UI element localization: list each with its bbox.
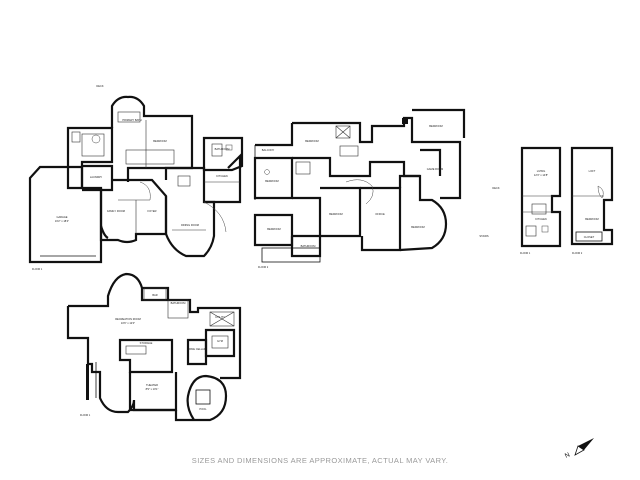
room-label-utility: UTILITY: [215, 315, 225, 319]
room-label-wine: WINE CELLAR: [188, 347, 206, 351]
room-dim-living: 12'3" x 14'8": [534, 173, 548, 177]
room-label-guest-kitchen: KITCHEN: [535, 217, 547, 221]
room-dim-recreation: 10'6" x 12'0": [121, 321, 135, 325]
floor-label-second: FLOOR 2: [258, 266, 269, 269]
room-label-kitchen: KITCHEN: [216, 174, 228, 178]
room-label-living: LIVING: [537, 169, 546, 173]
floor-plan-loft: FLOOR 2 LOFT BEDROOM CLOSET: [570, 146, 614, 255]
room-label-bathroom: BATHROOM: [215, 147, 230, 151]
room-label-laundry: LAUNDRY: [90, 175, 103, 179]
room-label-deck: DECK: [96, 84, 103, 88]
disclaimer-text: SIZES AND DIMENSIONS ARE APPROXIMATE, AC…: [191, 456, 449, 465]
room-label-dining: DINING ROOM: [181, 223, 199, 227]
room-label-gym: GYM: [217, 339, 223, 343]
room-label-bedroom-2f: BEDROOM: [411, 225, 424, 229]
floor-plan-lower: FLOOR 1 RECREATION ROOM 10'6" x 12'0" BA…: [66, 272, 242, 422]
room-dim-garage: 16'2" x 18'4": [55, 219, 69, 223]
room-label-balcony: BALCONY: [262, 148, 275, 152]
floor-plan-main: FLOOR 1 GARAGE 16'2" x 18'4" DECK PRIMAR…: [28, 84, 244, 271]
room-label-stairs: STAIRS: [479, 234, 488, 238]
north-arrow-icon: N: [564, 438, 594, 460]
room-label-foyer: FOYER: [148, 209, 157, 213]
room-dim-theater: 8'9" x 10'1": [146, 387, 159, 391]
floor-label-loft: FLOOR 2: [572, 252, 583, 255]
room-label-bar: BAR: [152, 293, 157, 297]
room-label-storage: STORAGE: [140, 341, 153, 345]
floor-plan-guest: FLOOR 1 LIVING 12'3" x 14'8" KITCHEN: [520, 146, 562, 255]
room-label-family: FAMILY ROOM: [107, 209, 125, 213]
room-label-office-2: OFFICE: [375, 212, 385, 216]
room-label-bedroom: BEDROOM: [153, 139, 166, 143]
room-label-primary-bath: PRIMARY BATH: [122, 118, 141, 122]
floor-label-lower: FLOOR 1: [80, 414, 91, 417]
compass-label: N: [564, 451, 571, 459]
floor-label-main: FLOOR 1: [32, 268, 43, 271]
room-label-guest-bedroom: BEDROOM: [585, 217, 598, 221]
room-label-deck-2: DECK: [492, 186, 499, 190]
room-label-garage: GARAGE: [56, 215, 67, 219]
room-label-bathroom-2a: BATHROOM: [301, 244, 316, 248]
room-label-bedroom-2a: BEDROOM: [265, 179, 278, 183]
room-label-loft: LOFT: [589, 169, 596, 173]
room-label-bathroom-l: BATHROOM: [171, 301, 186, 305]
room-label-bedroom-2e: BEDROOM: [429, 124, 442, 128]
room-label-bedroom-2d: BEDROOM: [267, 227, 280, 231]
floor-plan-second: FLOOR 2 BALCONY BEDROOM BEDROOM BEDROOM …: [253, 108, 500, 269]
room-label-theater: THEATER: [146, 383, 158, 387]
floor-label-guest: FLOOR 1: [520, 252, 531, 255]
room-label-recreation: RECREATION ROOM: [115, 317, 141, 321]
room-label-bedroom-2b: BEDROOM: [305, 139, 318, 143]
room-label-closet: CLOSET: [584, 235, 595, 239]
room-label-bedroom-2c: BEDROOM: [329, 212, 342, 216]
room-label-pool: POOL: [199, 407, 207, 411]
room-label-game-room: GAME ROOM: [427, 167, 443, 171]
